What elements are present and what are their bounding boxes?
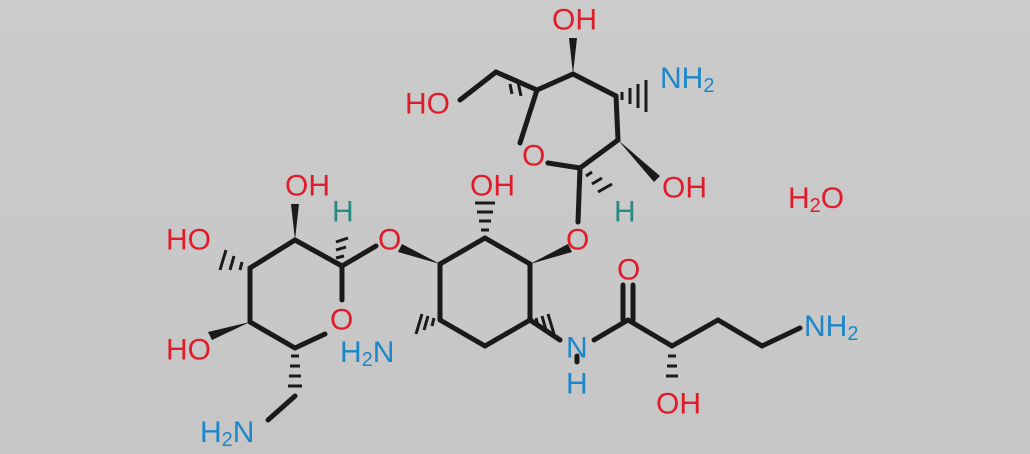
label-h2n-bottom: H2N — [200, 416, 254, 452]
label-h-amide: H — [566, 368, 588, 401]
label-o-link-right: O — [566, 224, 589, 257]
atom-labels: OH NH2 HO O OH H H2O OH O O H2N OH H HO … — [166, 4, 858, 452]
label-o-carbonyl: O — [617, 254, 640, 287]
label-h-left-ring: H — [332, 196, 354, 229]
label-ho-left-bottom: HO — [166, 334, 211, 367]
label-h2n-mid: H2N — [340, 336, 394, 372]
label-oh-top: OH — [552, 4, 597, 37]
label-water: H2O — [788, 182, 844, 218]
label-o-ring-top: O — [522, 140, 545, 173]
amide-side-chain — [527, 282, 803, 378]
label-oh-chain: OH — [656, 388, 701, 421]
label-ho-left-ring: HO — [166, 224, 211, 257]
label-oh-top-right: OH — [662, 172, 707, 205]
label-h-top-ring: H — [614, 196, 636, 229]
label-o-link-left: O — [378, 224, 401, 257]
left-sugar-ring — [208, 204, 379, 423]
label-oh-mid: OH — [470, 170, 515, 203]
central-cyclohexane-ring — [398, 201, 572, 349]
label-o-left-ring: O — [330, 304, 353, 337]
top-sugar-ring — [457, 38, 660, 225]
label-nh2-top: NH2 — [660, 62, 714, 98]
label-nh2-chain: NH2 — [804, 310, 858, 346]
label-oh-left-ring-top: OH — [285, 170, 330, 203]
label-ho-ch2: HO — [405, 88, 450, 121]
label-n-amide: N — [566, 332, 588, 365]
